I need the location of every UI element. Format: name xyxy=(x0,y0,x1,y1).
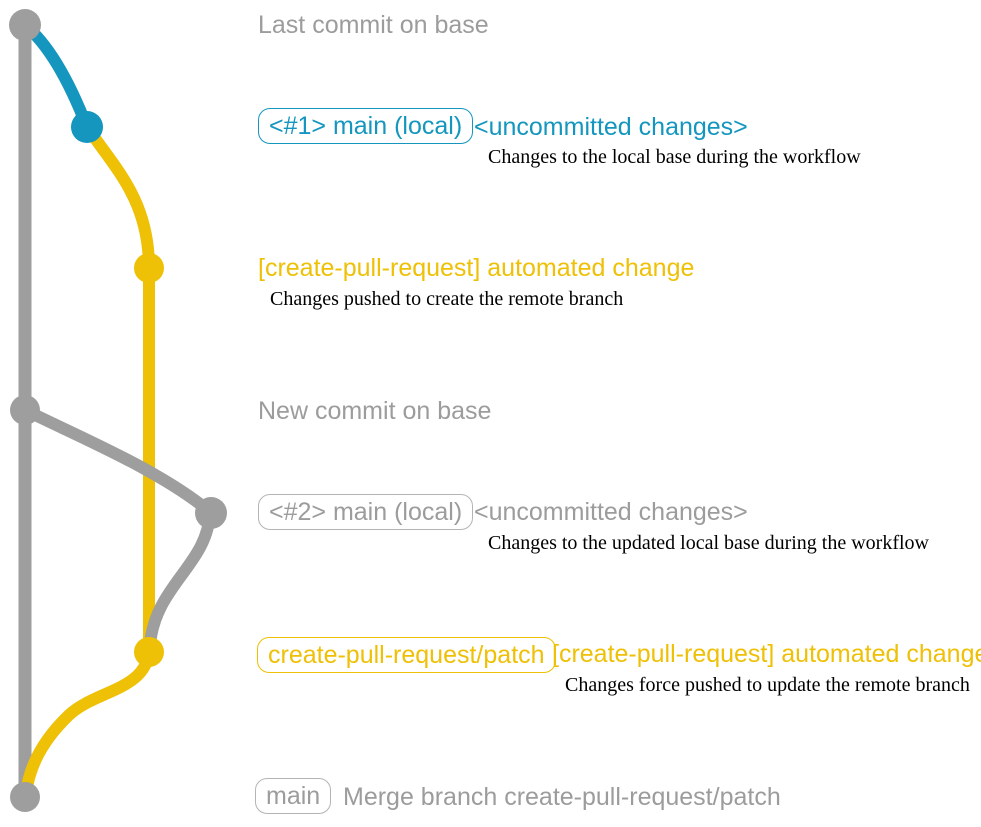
commit-desc-uncommitted-2: Changes to the updated local base during… xyxy=(488,532,929,554)
commit-desc-uncommitted-1: Changes to the local base during the wor… xyxy=(488,146,861,168)
commit-title-automated-2: [create-pull-request] automated change xyxy=(552,640,981,668)
commit-title-automated-1: [create-pull-request] automated change xyxy=(258,254,695,282)
branch-line-local-main-1 xyxy=(19,19,93,133)
commit-dot-uncommitted-1 xyxy=(71,111,103,143)
branch-label-main-local-1: <#1> main (local) xyxy=(258,108,474,144)
commit-dot-new-base xyxy=(10,395,40,425)
commit-dot-merge xyxy=(10,782,40,812)
commit-dot-last-base xyxy=(9,9,41,41)
heading-last-commit-on-base: Last commit on base xyxy=(258,11,489,39)
branch-line-base-to-local-2 xyxy=(19,404,216,518)
git-graph xyxy=(9,9,227,812)
branch-line-local-2-to-patch xyxy=(144,506,216,651)
branch-line-patch xyxy=(20,121,155,801)
commit-dot-automated-2 xyxy=(134,637,164,667)
branch-label-main-final: main xyxy=(255,778,332,814)
commit-desc-automated-2: Changes force pushed to update the remot… xyxy=(565,674,970,696)
branch-label-patch: create-pull-request/patch xyxy=(257,637,556,673)
heading-new-commit-on-base: New commit on base xyxy=(258,397,492,425)
commit-title-uncommitted-2: <uncommitted changes> xyxy=(474,498,748,526)
commit-title-merge: Merge branch create-pull-request/patch xyxy=(343,783,781,811)
commit-desc-automated-1: Changes pushed to create the remote bran… xyxy=(270,288,624,310)
commit-dot-uncommitted-2 xyxy=(195,497,227,529)
commit-dot-automated-1 xyxy=(134,253,164,283)
branch-label-main-local-2: <#2> main (local) xyxy=(258,494,474,530)
commit-title-uncommitted-1: <uncommitted changes> xyxy=(474,113,748,141)
